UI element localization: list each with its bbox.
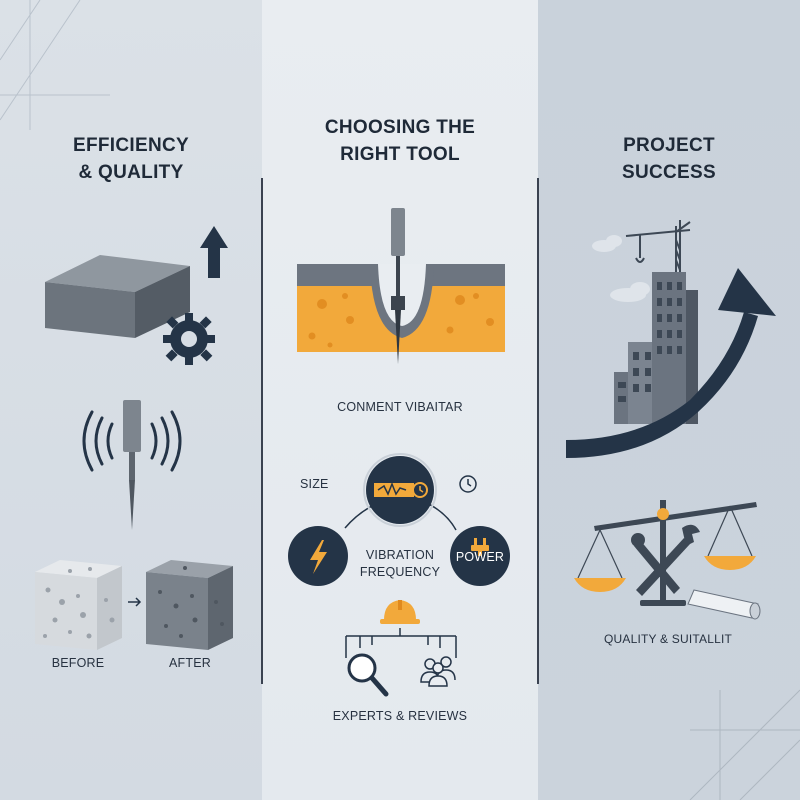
- heading-line: PROJECT: [623, 135, 715, 156]
- size-label: SIZE: [300, 477, 329, 491]
- building-icon: [614, 272, 698, 424]
- gear-icon: [163, 313, 215, 365]
- after-label: AFTER: [169, 656, 211, 670]
- corner-lines-bottom-right: [689, 689, 800, 800]
- arrow-up-icon: [200, 226, 228, 278]
- heading-line: EFFICIENCY: [73, 135, 189, 156]
- vibration-frequency-label: VIBRATION FREQUENCY: [350, 547, 450, 581]
- power-label: POWER: [455, 550, 505, 564]
- cloud-icon: [592, 235, 650, 302]
- corner-lines-top-left: [0, 0, 110, 130]
- people-icon: [420, 656, 456, 687]
- after-cube-icon: [146, 560, 233, 650]
- vibrator-icon: [391, 208, 405, 364]
- clock-icon: [459, 475, 477, 493]
- divider-right: [537, 178, 539, 684]
- experts-tree-lines: [345, 628, 457, 658]
- power-plug-icon: [450, 526, 510, 586]
- middle-panel: [262, 0, 538, 800]
- quality-label: QUALITY & SUITALLIT: [603, 632, 733, 646]
- hard-hat-icon: [380, 600, 420, 624]
- heading-line: RIGHT TOOL: [340, 144, 460, 165]
- heading-line: & QUALITY: [78, 162, 184, 183]
- heading-efficiency: EFFICIENCY & QUALITY: [20, 132, 242, 186]
- experts-label: EXPERTS & REVIEWS: [332, 709, 468, 723]
- divider-left: [261, 178, 263, 684]
- gauge-icon: [363, 453, 437, 527]
- arrow-right-icon: [128, 597, 142, 607]
- concrete-block-icon: [45, 255, 190, 338]
- wrench-icon: [631, 524, 700, 596]
- heading-line: SUCCESS: [622, 162, 716, 183]
- before-label: BEFORE: [51, 656, 105, 670]
- heading-line: CHOOSING THE: [324, 117, 476, 138]
- label-line: VIBRATION: [365, 548, 435, 562]
- magnifier-icon: [347, 653, 389, 697]
- crane-icon: [625, 220, 691, 276]
- label-line: FREQUENCY: [359, 565, 441, 579]
- heading-project: PROJECT SUCCESS: [558, 132, 780, 186]
- pipe-icon: [687, 589, 761, 620]
- heading-choosing: CHOOSING THE RIGHT TOOL: [282, 114, 518, 168]
- balance-scale-icon: [574, 500, 757, 606]
- growth-arrow-icon: [566, 268, 776, 458]
- lightning-icon: [288, 526, 348, 586]
- tool-caption: CONMENT VIBAITAR: [337, 400, 463, 414]
- before-cube-icon: [35, 560, 122, 650]
- vibrator-icon: [82, 400, 182, 530]
